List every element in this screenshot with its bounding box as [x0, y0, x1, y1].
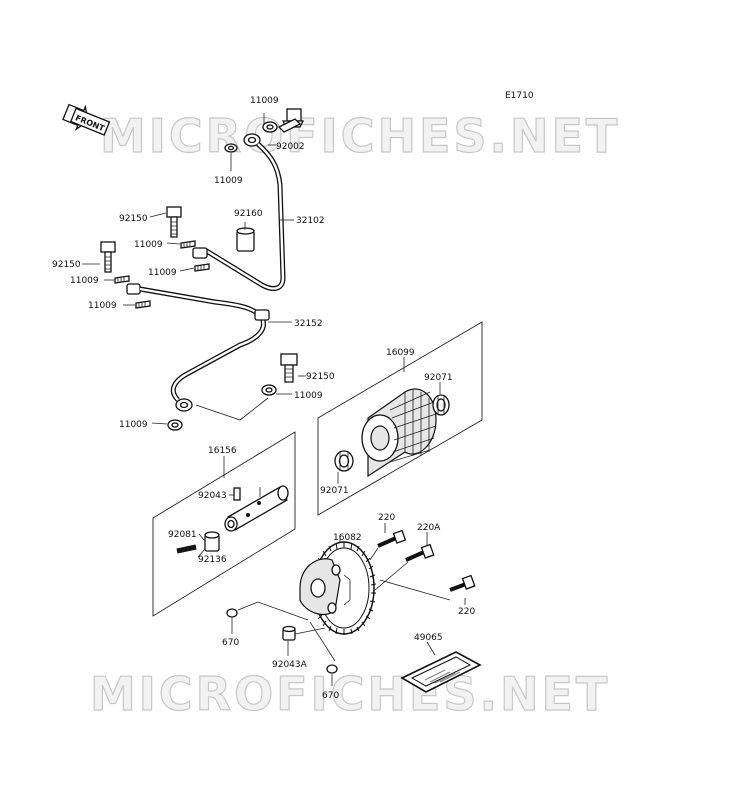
bolt-92150-a	[166, 206, 182, 238]
bolt-220-a	[377, 529, 407, 548]
label-32152: 32152	[294, 319, 323, 329]
pin-92043	[233, 487, 241, 501]
label-220-a: 220	[378, 513, 395, 523]
label-11009-top: 11009	[250, 96, 279, 106]
label-11009-b: 11009	[214, 176, 243, 186]
label-92043: 92043	[198, 491, 227, 501]
bolt-220-b	[449, 574, 476, 592]
pin-92043A	[282, 625, 296, 641]
label-11009-c: 11009	[134, 240, 163, 250]
label-92160: 92160	[234, 209, 263, 219]
washer-11009-e	[114, 275, 130, 284]
label-92150-b: 92150	[52, 260, 81, 270]
label-220-b: 220	[458, 607, 475, 617]
oil-pump-16082	[299, 541, 377, 635]
bolt-92150-c	[280, 353, 298, 383]
o-ring-92071-a	[432, 394, 450, 416]
o-ring-670-b	[326, 664, 338, 674]
label-16099: 16099	[386, 348, 415, 358]
front-arrow-icon: FRONT	[62, 103, 111, 136]
label-11009-g: 11009	[294, 391, 323, 401]
diagram-code: E1710	[505, 91, 534, 101]
relief-valve-kit-box	[152, 431, 296, 617]
bolt-92002	[277, 108, 305, 133]
washer-11009-c	[180, 240, 196, 249]
oil-pipe-32152	[126, 283, 270, 412]
gasket-49065	[400, 651, 482, 693]
label-16082: 16082	[333, 533, 362, 543]
label-92071-a: 92071	[424, 373, 453, 383]
label-92002: 92002	[276, 142, 305, 152]
label-11009-f: 11009	[88, 301, 117, 311]
label-670-b: 670	[322, 691, 339, 701]
label-16156: 16156	[208, 446, 237, 456]
label-92071-b: 92071	[320, 486, 349, 496]
relief-valve-16156	[224, 485, 289, 532]
o-ring-92071-b	[334, 450, 354, 472]
label-11009-h: 11009	[119, 420, 148, 430]
o-ring-670-a	[226, 608, 238, 618]
label-92150-a: 92150	[119, 214, 148, 224]
washer-11009-f	[135, 300, 151, 309]
label-92136: 92136	[198, 555, 227, 565]
washer-11009-d	[194, 263, 210, 272]
sleeve-92160	[236, 227, 255, 252]
label-220A: 220A	[417, 523, 441, 533]
label-92150-c: 92150	[306, 372, 335, 382]
label-92043A: 92043A	[272, 660, 308, 670]
bolt-220A	[405, 543, 435, 562]
oil-filter-16099	[361, 388, 437, 478]
watermark-bottom: MICROFICHES.NET	[90, 667, 610, 721]
label-11009-e: 11009	[70, 276, 99, 286]
label-49065: 49065	[414, 633, 443, 643]
oil-pipe-32102	[192, 133, 286, 291]
watermark-top: MICROFICHES.NET	[100, 109, 620, 163]
label-32102: 32102	[296, 216, 325, 226]
spring-92081	[176, 544, 197, 554]
piston-92136	[204, 531, 220, 552]
label-92081: 92081	[168, 530, 197, 540]
label-670-a: 670	[222, 638, 239, 648]
bolt-92150-b	[100, 241, 116, 273]
label-11009-d: 11009	[148, 268, 177, 278]
filter-kit-box	[317, 321, 483, 516]
